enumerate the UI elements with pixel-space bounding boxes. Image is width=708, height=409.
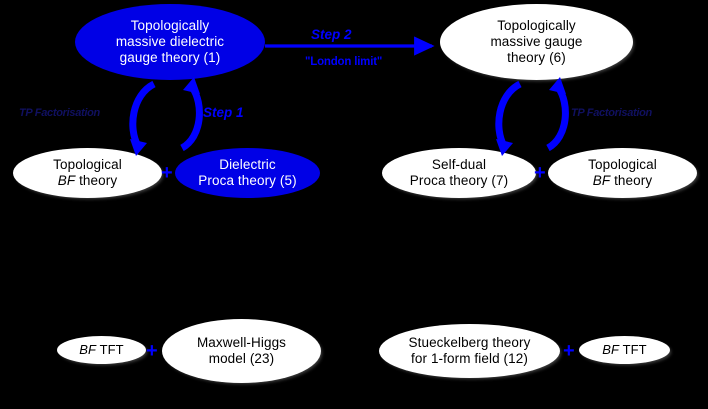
node-text-rest: TFT: [96, 342, 124, 358]
node-topologically-massive-gauge-theory: Topologically massive gauge theory (6): [441, 5, 632, 79]
node-line-1: Topologically: [130, 18, 210, 34]
node-stueckelberg-theory: Stueckelberg theory for 1-form field (12…: [380, 325, 559, 377]
node-topologically-massive-dielectric-gauge-theory: Topologically massive dielectric gauge t…: [76, 5, 264, 79]
node-text-italic: BF: [79, 342, 97, 358]
node-line-1: Self-dual: [431, 157, 487, 173]
node-line-2-rest: theory: [610, 173, 653, 188]
node-self-dual-proca-theory: Self-dual Proca theory (7): [383, 149, 535, 197]
plus-sign-left-middle: +: [161, 162, 173, 184]
label-tp-factorisation-right: TP Factorisation: [571, 107, 652, 119]
node-line-1: Topological: [53, 157, 122, 173]
label-tp-factorisation-left: TP Factorisation: [19, 107, 100, 119]
node-text-rest: TFT: [619, 342, 647, 358]
plus-sign-right-bottom: +: [563, 340, 575, 362]
plus-sign-right-middle: +: [534, 162, 546, 184]
label-london-limit: "London limit": [305, 56, 383, 68]
arrow-tp-factorisation-right-down: [495, 80, 522, 156]
node-line-2: Proca theory (7): [409, 173, 509, 188]
node-text-italic: BF: [602, 342, 620, 358]
label-step2: Step 2: [311, 27, 352, 42]
node-line-1: Stueckelberg theory: [408, 335, 531, 351]
node-line-2: Proca theory (5): [198, 173, 297, 188]
node-line-3: theory (6): [507, 49, 566, 65]
node-topological-bf-theory-right: Topological BF theory: [549, 149, 696, 197]
label-step1: Step 1: [203, 105, 244, 120]
node-line-1: Maxwell-Higgs: [196, 335, 287, 351]
node-line-1: Topologically: [497, 18, 576, 34]
node-topological-bf-theory-left: Topological BF theory: [14, 149, 161, 197]
node-line-2: massive gauge: [490, 34, 583, 50]
node-bf-tft-right: BF TFT: [580, 337, 669, 363]
node-line-2: model (23): [208, 351, 275, 366]
arrow-tp-factorisation-right-up: [545, 77, 569, 152]
node-line-2-italic: BF: [57, 173, 76, 188]
arrow-tp-factorisation-left-down: [129, 80, 156, 156]
node-line-2-italic: BF: [592, 173, 611, 188]
node-line-1: Dielectric: [219, 157, 276, 173]
node-maxwell-higgs-model: Maxwell-Higgs model (23): [163, 320, 320, 382]
node-bf-tft-left: BF TFT: [58, 337, 145, 363]
node-line-1: Topological: [588, 157, 657, 173]
arrow-step1-up: [179, 77, 203, 152]
node-line-2: for 1-form field (12): [411, 351, 528, 366]
node-dielectric-proca-theory: Dielectric Proca theory (5): [176, 149, 319, 197]
plus-sign-left-bottom: +: [146, 340, 158, 362]
node-line-2-rest: theory: [75, 173, 118, 188]
node-line-2: massive dielectric: [115, 34, 225, 50]
node-line-3: gauge theory (1): [119, 49, 221, 65]
